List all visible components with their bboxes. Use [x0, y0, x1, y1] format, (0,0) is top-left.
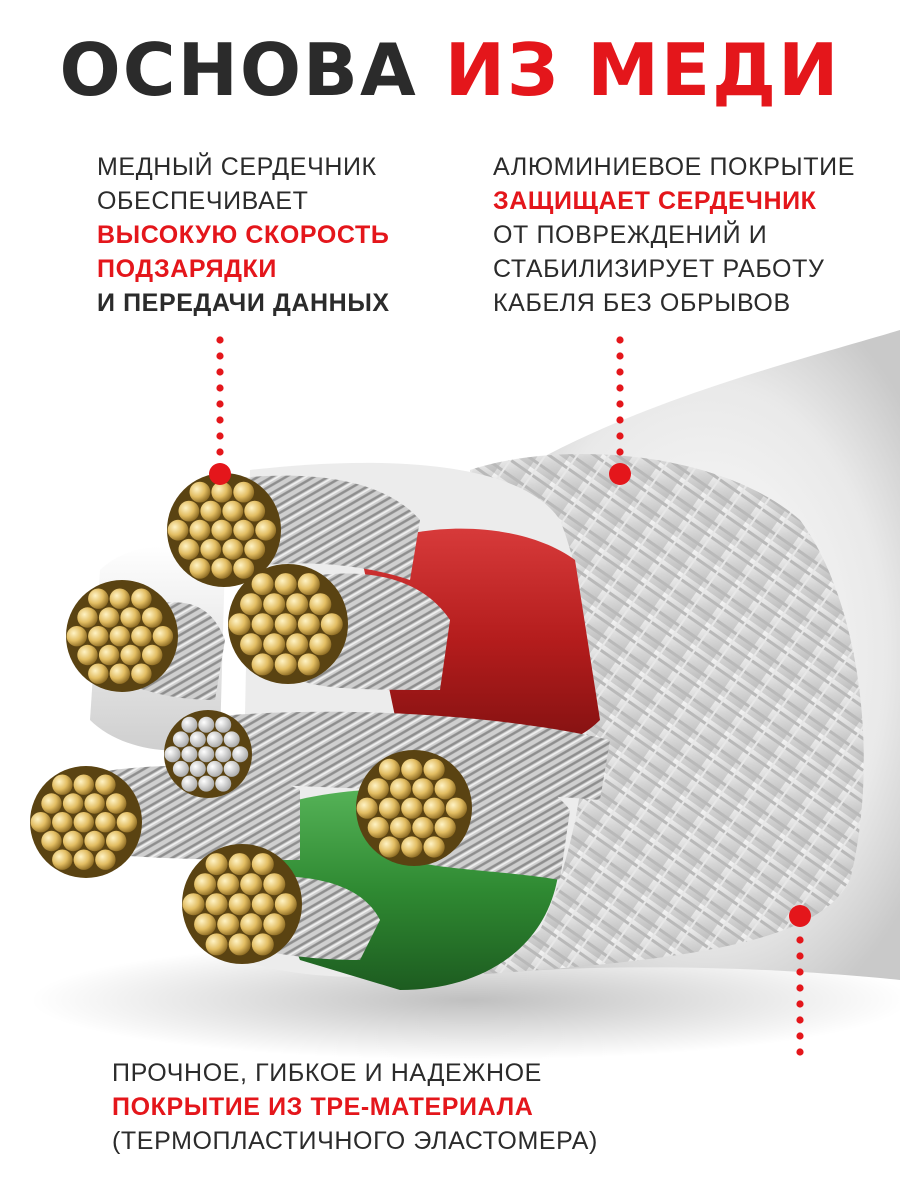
bottom-callout-leader — [789, 905, 811, 1056]
copper-bundle-center — [228, 564, 348, 684]
copper-bundle-lower-left — [30, 766, 142, 878]
page-title: ОСНОВА ИЗ МЕДИ — [0, 28, 900, 112]
cable-cross-section-illustration — [30, 330, 900, 1060]
right-callout-leader — [609, 336, 631, 485]
bottom-line-2-highlight: ПОКРЫТИЕ ИЗ TPE-МАТЕРИАЛА — [112, 1093, 534, 1121]
copper-core-description: МЕДНЫЙ СЕРДЕЧНИК ОБЕСПЕЧИВАЕТ ВЫСОКУЮ СК… — [97, 150, 390, 320]
title-part-red: ИЗ МЕДИ — [444, 28, 841, 112]
bottom-line-3: (ТЕРМОПЛАСТИЧНОГО ЭЛАСТОМЕРА) — [112, 1127, 598, 1155]
left-line-5: И ПЕРЕДАЧИ ДАННЫХ — [97, 289, 390, 317]
cable-shadow — [30, 940, 900, 1060]
copper-bundle-left — [66, 580, 178, 692]
aluminum-coating-description: АЛЮМИНИЕВОЕ ПОКРЫТИЕ ЗАЩИЩАЕТ СЕРДЕЧНИК … — [493, 150, 855, 320]
copper-bundle-top — [167, 473, 281, 587]
left-line-3-highlight: ВЫСОКУЮ СКОРОСТЬ — [97, 221, 390, 249]
bottom-line-1: ПРОЧНОЕ, ГИБКОЕ И НАДЕЖНОЕ — [112, 1059, 542, 1087]
tpe-jacket-description: ПРОЧНОЕ, ГИБКОЕ И НАДЕЖНОЕ ПОКРЫТИЕ ИЗ T… — [112, 1056, 598, 1158]
silver-bundle-center — [164, 710, 252, 798]
right-line-5: КАБЕЛЯ БЕЗ ОБРЫВОВ — [493, 289, 791, 317]
right-line-4: СТАБИЛИЗИРУЕТ РАБОТУ — [493, 255, 825, 283]
bottom-callout-marker — [789, 905, 811, 927]
red-insulation — [360, 528, 600, 758]
left-callout-leader — [209, 336, 231, 485]
left-callout-marker — [209, 463, 231, 485]
left-line-1: МЕДНЫЙ СЕРДЕЧНИК — [97, 153, 377, 181]
right-line-1: АЛЮМИНИЕВОЕ ПОКРЫТИЕ — [493, 153, 855, 181]
copper-bundle-right — [356, 750, 472, 866]
right-callout-marker — [609, 463, 631, 485]
title-part-dark: ОСНОВА — [59, 28, 418, 112]
copper-bundle-bottom — [182, 844, 302, 964]
right-line-2-highlight: ЗАЩИЩАЕТ СЕРДЕЧНИК — [493, 187, 817, 215]
right-line-3: ОТ ПОВРЕЖДЕНИЙ И — [493, 221, 768, 249]
left-line-2: ОБЕСПЕЧИВАЕТ — [97, 187, 309, 215]
left-line-4-highlight: ПОДЗАРЯДКИ — [97, 255, 277, 283]
